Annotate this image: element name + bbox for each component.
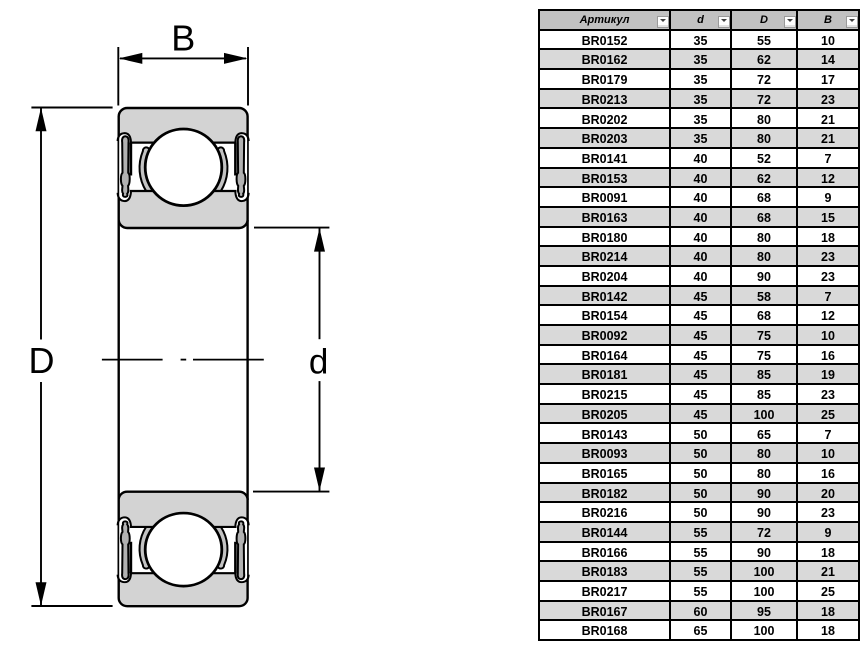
svg-text:d: d — [309, 343, 328, 382]
svg-text:B: B — [171, 18, 195, 59]
svg-text:D: D — [29, 340, 55, 381]
